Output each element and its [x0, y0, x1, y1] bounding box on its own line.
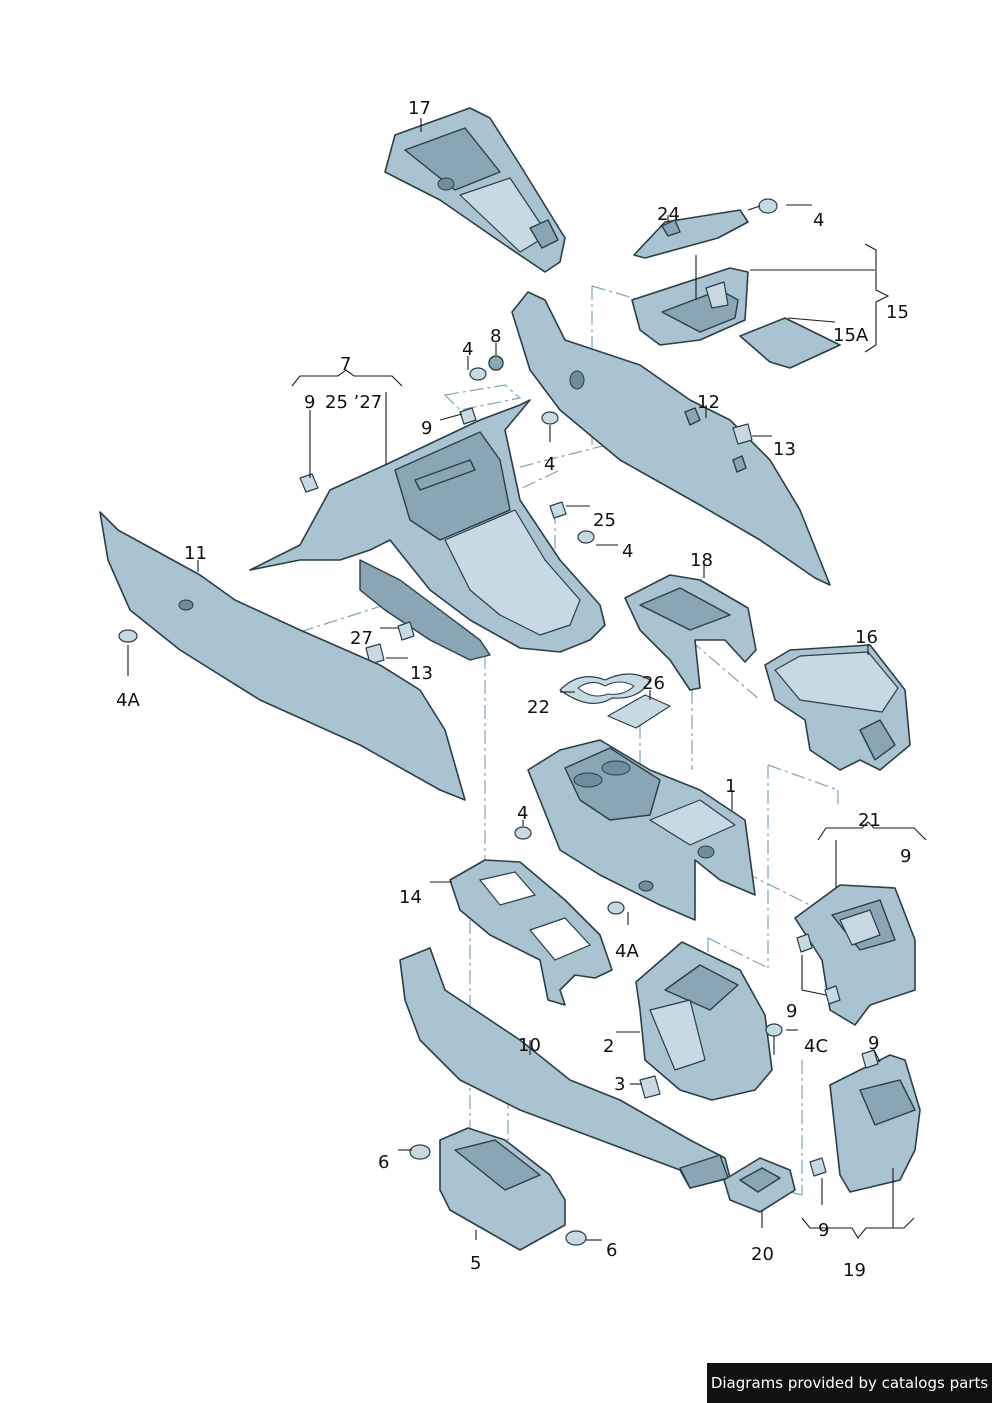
label-9: 9	[900, 846, 911, 867]
label-13: 13	[773, 439, 796, 460]
label-11: 11	[184, 543, 207, 564]
clip-icon	[809, 1049, 879, 1177]
label-24: 24	[657, 204, 680, 225]
label-20: 20	[751, 1244, 774, 1265]
part-19-rear-vent-panel	[829, 1054, 921, 1193]
part-labels: 17 24 4 15 15A 8 4 7 9 25 ’27 9 12 13 4 …	[116, 98, 911, 1281]
part-26-mat	[607, 694, 671, 729]
nut-icon	[409, 1144, 587, 1246]
label-27: 27	[350, 628, 373, 649]
label-18: 18	[690, 550, 713, 571]
label-4: 4	[544, 454, 555, 475]
label-12: 12	[697, 392, 720, 413]
part-12-right-side-panel	[511, 291, 831, 586]
label-7: 7	[340, 354, 351, 375]
part-15A-mat	[739, 317, 841, 369]
label-9: 9	[421, 418, 432, 439]
clip-icon	[732, 423, 753, 445]
part-17-top-trim-panel	[384, 107, 566, 273]
label-15A: 15A	[833, 325, 869, 346]
label-2: 2	[603, 1036, 614, 1057]
label-4A: 4A	[116, 690, 140, 711]
label-4: 4	[462, 339, 473, 360]
label-15: 15	[886, 302, 909, 323]
label-25: 25	[593, 510, 616, 531]
part-24-trim-strip	[633, 209, 749, 259]
part-15-tray-bracket	[631, 267, 749, 346]
part-16-armrest	[764, 644, 911, 771]
label-9: 9	[304, 392, 315, 413]
screw-icon	[747, 198, 778, 214]
part-21-rear-trim	[794, 884, 916, 1026]
part-7-console-frame	[249, 399, 606, 661]
label-26: 26	[642, 673, 665, 694]
label-22: 22	[527, 697, 550, 718]
label-9: 9	[786, 1001, 797, 1022]
footer-credit: Diagrams provided by catalogs parts	[707, 1363, 992, 1403]
footer-credit-text: Diagrams provided by catalogs parts	[710, 1374, 989, 1392]
label-10: 10	[518, 1035, 541, 1056]
label-3: 3	[614, 1074, 625, 1095]
brace-lines	[291, 243, 927, 1239]
label-6: 6	[606, 1240, 617, 1261]
label-21: 21	[858, 810, 881, 831]
label-8: 8	[490, 326, 501, 347]
clip-icon	[299, 407, 567, 665]
screw-icon	[514, 826, 625, 915]
clip-icon	[639, 1075, 661, 1099]
label-1: 1	[725, 776, 736, 797]
part-22-cupholder-seal	[559, 673, 651, 705]
label-4: 4	[517, 803, 528, 824]
screw-icon	[765, 1023, 783, 1055]
part-11-left-side-panel	[99, 511, 466, 801]
label-4: 4	[622, 541, 633, 562]
label-4: 4	[813, 210, 824, 231]
label-16: 16	[855, 627, 878, 648]
part-5-lower-bracket	[439, 1127, 566, 1251]
label-19: 19	[843, 1260, 866, 1281]
part-14-bracket-frame	[449, 859, 613, 1006]
clip-icon	[796, 933, 841, 1005]
leader-lines	[127, 118, 894, 1241]
label-9: 9	[868, 1033, 879, 1054]
label-6: 6	[378, 1152, 389, 1173]
part-20-vent	[723, 1157, 796, 1213]
screw-icon	[118, 355, 595, 643]
part-18-bracket	[624, 574, 757, 691]
label-13: 13	[410, 663, 433, 684]
label-4C: 4C	[804, 1036, 828, 1057]
label-25-27: 25 ’27	[325, 392, 382, 413]
part-2-support-bracket	[635, 941, 773, 1101]
label-5: 5	[470, 1253, 481, 1274]
label-17: 17	[408, 98, 431, 119]
label-9: 9	[818, 1220, 829, 1241]
label-14: 14	[399, 887, 422, 908]
label-4A: 4A	[615, 941, 639, 962]
part-1-console-body	[527, 739, 756, 921]
